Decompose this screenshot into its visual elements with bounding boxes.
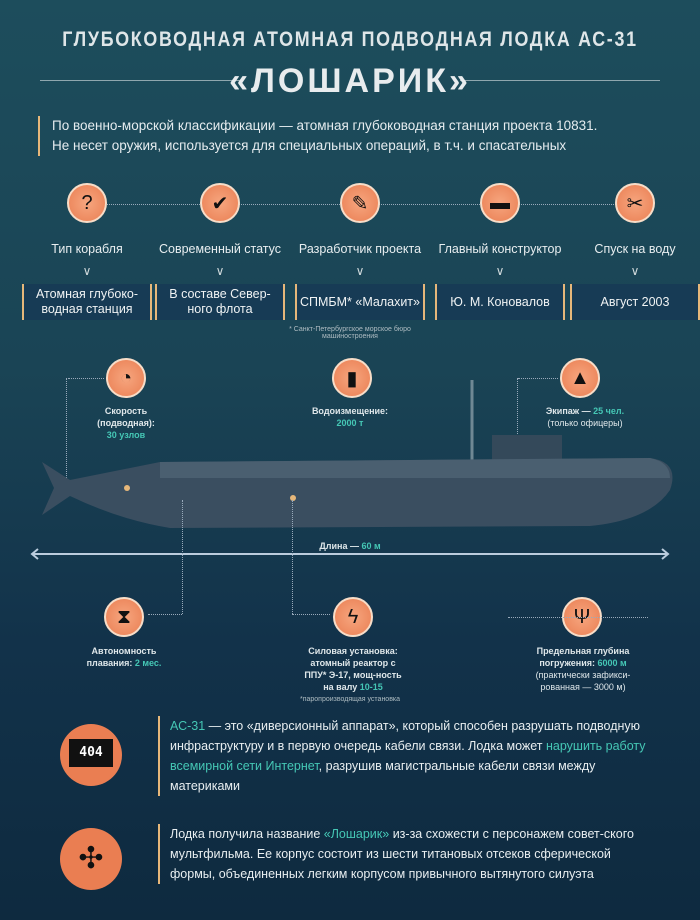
fact-value: В составе Север-ного флота	[155, 284, 285, 320]
fact-item: Современный статус ∨	[155, 234, 285, 279]
connector	[292, 500, 293, 614]
length-spec: Длина — 60 м	[319, 541, 381, 551]
connector	[517, 378, 518, 458]
monitor-404-icon: 404	[60, 724, 122, 786]
intro-line: По военно-морской классификации — атомна…	[52, 118, 598, 133]
connector	[148, 614, 182, 615]
icon-text: 404	[69, 739, 113, 767]
chevron-down-icon: ∨	[82, 264, 92, 278]
battery-icon: ϟ	[333, 597, 373, 637]
developer-footnote: * Санкт-Петербургское морское бюро машин…	[289, 326, 411, 340]
loshariki-toy-icon: ✣	[60, 828, 122, 890]
note-diversion: АС-31 — это «диверсионный аппарат», кото…	[158, 716, 658, 796]
submarine-name: «ЛОШАРИК»	[229, 62, 471, 100]
fact-label: Тип корабля	[51, 241, 123, 256]
fact-item: Спуск на воду ∨	[570, 234, 700, 279]
fact-label: Современный статус	[158, 241, 282, 256]
displacement-spec: Водоизмещение:2000 т	[311, 406, 389, 428]
measuring-jug-icon: ▮	[332, 358, 372, 398]
hourglass-icon: ⧗	[104, 597, 144, 637]
chevron-down-icon: ∨	[495, 264, 505, 278]
connector	[182, 500, 183, 614]
connector	[66, 378, 67, 488]
fact-label: Главный конструктор	[438, 241, 562, 256]
connector	[518, 378, 558, 379]
depth-spec: Предельная глубина погружения: 6000 м(пр…	[535, 646, 631, 692]
fact-value: Ю. М. Коновалов	[435, 284, 565, 320]
officer-cap-icon: ▲	[560, 358, 600, 398]
autonomy-spec: Автономность плавания: 2 мес.	[86, 646, 162, 668]
note-name-origin: Лодка получила название «Лошарик» из-за …	[158, 824, 648, 884]
checkmark-icon: ✔	[200, 183, 240, 223]
divider	[40, 80, 240, 81]
fact-item: Разработчик проекта ∨	[295, 234, 425, 279]
fact-label: Разработчик проекта	[298, 241, 422, 256]
chevron-down-icon: ∨	[355, 264, 365, 278]
power-spec: Силовая установка: атомный реактор с ППУ…	[304, 646, 402, 692]
chevron-down-icon: ∨	[215, 264, 225, 278]
page-title: ГЛУБОКОВОДНАЯ АТОМНАЯ ПОДВОДНАЯ ЛОДКА АС…	[62, 28, 638, 51]
fact-value: Атомная глубоко-водная станция	[22, 284, 152, 320]
connector	[68, 378, 104, 379]
launch-icon: ✂	[615, 183, 655, 223]
speed-spec: Скорость (подводная):30 узлов	[97, 406, 155, 440]
intro-line: Не несет оружия, используется для специа…	[52, 138, 567, 153]
brick-icon: ▬	[480, 183, 520, 223]
fact-value: Август 2003	[570, 284, 700, 320]
pencil-icon: ✎	[340, 183, 380, 223]
connector	[508, 617, 648, 618]
submarine-illustration	[42, 380, 673, 528]
crew-spec: Экипаж — 25 чел.(только офицеры)	[545, 406, 625, 428]
intro-text: По военно-морской классификации — атомна…	[38, 116, 668, 156]
divider	[460, 80, 660, 81]
connector	[292, 614, 330, 615]
ship-question-icon: ?	[67, 183, 107, 223]
fact-item: Главный конструктор ∨	[435, 234, 565, 279]
fact-value: СПМБМ* «Малахит»	[295, 284, 425, 320]
speedometer-icon: ◔	[106, 358, 146, 398]
length-arrow	[30, 548, 670, 560]
chevron-down-icon: ∨	[630, 264, 640, 278]
fact-item: Тип корабля ∨	[22, 234, 152, 279]
power-footnote: *паропроизводящая установка	[299, 696, 401, 703]
fact-label: Спуск на воду	[594, 241, 676, 256]
